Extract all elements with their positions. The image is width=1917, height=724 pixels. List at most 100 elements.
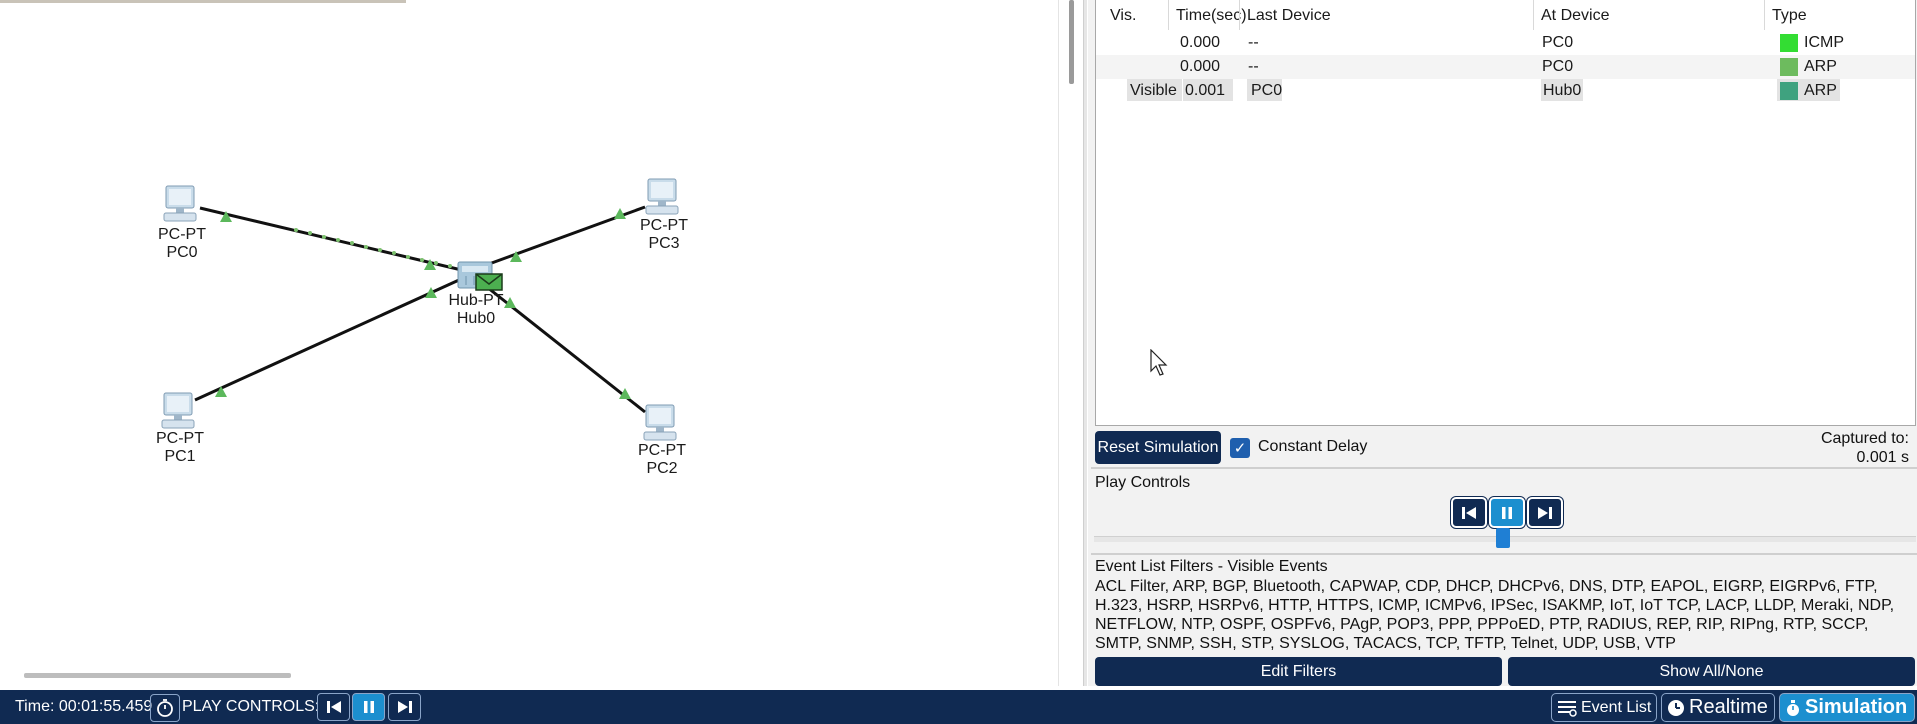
- status-forward-button[interactable]: [388, 693, 421, 721]
- simulation-time: Time: 00:01:55.459: [15, 698, 153, 715]
- column-divider: [1764, 0, 1765, 30]
- link-status-icon: [215, 386, 227, 397]
- column-header-at-device[interactable]: At Device: [1541, 7, 1610, 24]
- pdu-envelope-icon[interactable]: [475, 273, 503, 291]
- pc1-computer-icon[interactable]: [158, 392, 198, 430]
- simulation-mode-button[interactable]: Simulation: [1779, 693, 1915, 722]
- event-type: ICMP: [1804, 34, 1844, 51]
- cell-highlight: [1127, 79, 1182, 101]
- event-last-device: PC0: [1251, 82, 1283, 99]
- column-divider: [1239, 0, 1240, 30]
- reset-simulation-button[interactable]: Reset Simulation: [1095, 431, 1221, 464]
- step-forward-icon: [1538, 506, 1552, 519]
- vertical-scrollbar-thumb[interactable]: [1069, 0, 1074, 84]
- link-status-icon: [619, 388, 631, 399]
- play-controls-label: PLAY CONTROLS:: [182, 698, 320, 715]
- event-type: ARP: [1804, 58, 1837, 75]
- device-name: PC3: [648, 235, 680, 252]
- pause-icon: [363, 701, 374, 713]
- play-speed-slider-thumb[interactable]: [1496, 528, 1510, 548]
- device-name: PC0: [166, 244, 198, 261]
- captured-label: Captured to:: [1820, 430, 1909, 447]
- show-all-none-button[interactable]: Show All/None: [1508, 657, 1915, 686]
- pc3-computer-icon[interactable]: [642, 178, 682, 216]
- forward-button[interactable]: [1527, 497, 1563, 528]
- event-row[interactable]: 0.000 -- PC0 ICMP: [1096, 31, 1915, 55]
- event-time: 0.000: [1180, 34, 1221, 51]
- edit-filters-button[interactable]: Edit Filters: [1095, 657, 1502, 686]
- event-row-selected[interactable]: Visible 0.001 PC0 Hub0 ARP: [1096, 79, 1915, 103]
- event-list-label: Event List: [1581, 698, 1652, 716]
- constant-delay-label: Constant Delay: [1258, 438, 1368, 455]
- link-status-icon: [510, 251, 522, 262]
- stopwatch-glyph: [157, 699, 173, 717]
- link-status-icon: [425, 287, 437, 298]
- event-list-table[interactable]: Vis. Time(sec) Last Device At Device Typ…: [1095, 0, 1916, 426]
- horizontal-scrollbar[interactable]: [0, 664, 1058, 686]
- device-type: PC-PT: [158, 226, 206, 243]
- column-header-time[interactable]: Time(sec): [1176, 7, 1247, 24]
- realtime-mode-button[interactable]: Realtime: [1661, 693, 1775, 722]
- topology-canvas: [194, 205, 646, 414]
- link-hub0-pc2: [477, 278, 646, 414]
- panel-splitter[interactable]: [1083, 0, 1087, 686]
- play-controls-panel: Play Controls: [1091, 470, 1917, 552]
- event-last-device: --: [1248, 58, 1259, 75]
- device-name: Hub0: [456, 310, 496, 327]
- device-type: Hub-PT: [448, 292, 504, 309]
- packet-color-swatch[interactable]: [1780, 58, 1798, 76]
- event-row[interactable]: 0.000 -- PC0 ARP: [1096, 55, 1915, 79]
- status-pause-button[interactable]: [352, 693, 385, 721]
- device-name: PC1: [164, 448, 196, 465]
- link-pc1-hub0: [194, 273, 471, 402]
- event-at-device: Hub0: [1543, 82, 1582, 99]
- column-divider: [1168, 0, 1169, 30]
- link-status-icon: [504, 297, 516, 308]
- event-at-device: PC0: [1542, 34, 1574, 51]
- event-last-device: --: [1248, 34, 1259, 51]
- event-at-device: PC0: [1542, 58, 1574, 75]
- stopwatch-icon[interactable]: [150, 694, 180, 722]
- constant-delay-checkbox[interactable]: ✓: [1230, 438, 1250, 458]
- workspace-vertical-scrollbar[interactable]: [1058, 0, 1088, 686]
- column-header-type[interactable]: Type: [1772, 7, 1807, 24]
- pc2-label: PC-PT PC2: [632, 442, 692, 478]
- clock-icon: [1668, 699, 1684, 716]
- checkmark-icon: ✓: [1233, 440, 1247, 457]
- visible-events-list: ACL Filter, ARP, BGP, Bluetooth, CAPWAP,…: [1095, 578, 1895, 652]
- pc1-label: PC-PT PC1: [150, 430, 210, 466]
- status-back-button[interactable]: [317, 693, 350, 721]
- event-time: 0.000: [1180, 58, 1221, 75]
- column-header-vis[interactable]: Vis.: [1110, 7, 1137, 24]
- horizontal-scrollbar-thumb[interactable]: [24, 673, 291, 678]
- pc2-computer-icon[interactable]: [640, 404, 680, 442]
- link-status-icon: [614, 208, 626, 219]
- link-status-icon: [424, 259, 436, 270]
- section-divider: [1091, 467, 1917, 469]
- device-type: PC-PT: [638, 442, 686, 459]
- logical-workspace[interactable]: PC-PT PC0 PC-PT PC1 PC-PT PC2 PC-PT PC3 …: [0, 0, 1058, 664]
- captured-value: 0.001 s: [1856, 449, 1909, 466]
- play-controls-title: Play Controls: [1095, 474, 1191, 491]
- mouse-pointer-icon: [1150, 349, 1168, 376]
- pause-button[interactable]: [1489, 497, 1525, 528]
- back-button[interactable]: [1451, 497, 1487, 528]
- pc3-label: PC-PT PC3: [634, 217, 694, 253]
- event-list-toggle-button[interactable]: Event List: [1551, 693, 1657, 722]
- step-back-icon: [326, 701, 341, 713]
- packet-color-swatch[interactable]: [1780, 82, 1798, 100]
- packet-color-swatch[interactable]: [1780, 34, 1798, 52]
- event-filters-title: Event List Filters - Visible Events: [1095, 558, 1328, 575]
- captured-to-readout: Captured to: 0.001 s: [1821, 429, 1909, 467]
- device-type: PC-PT: [156, 430, 204, 447]
- event-type: ARP: [1804, 82, 1837, 99]
- realtime-label: Realtime: [1689, 696, 1768, 718]
- step-forward-icon: [397, 701, 412, 713]
- pc0-computer-icon[interactable]: [160, 185, 200, 223]
- event-vis: Visible: [1130, 82, 1177, 99]
- step-back-icon: [1462, 506, 1476, 519]
- device-type: PC-PT: [640, 217, 688, 234]
- event-list-icon: [1558, 700, 1577, 717]
- column-header-last-device[interactable]: Last Device: [1247, 7, 1331, 24]
